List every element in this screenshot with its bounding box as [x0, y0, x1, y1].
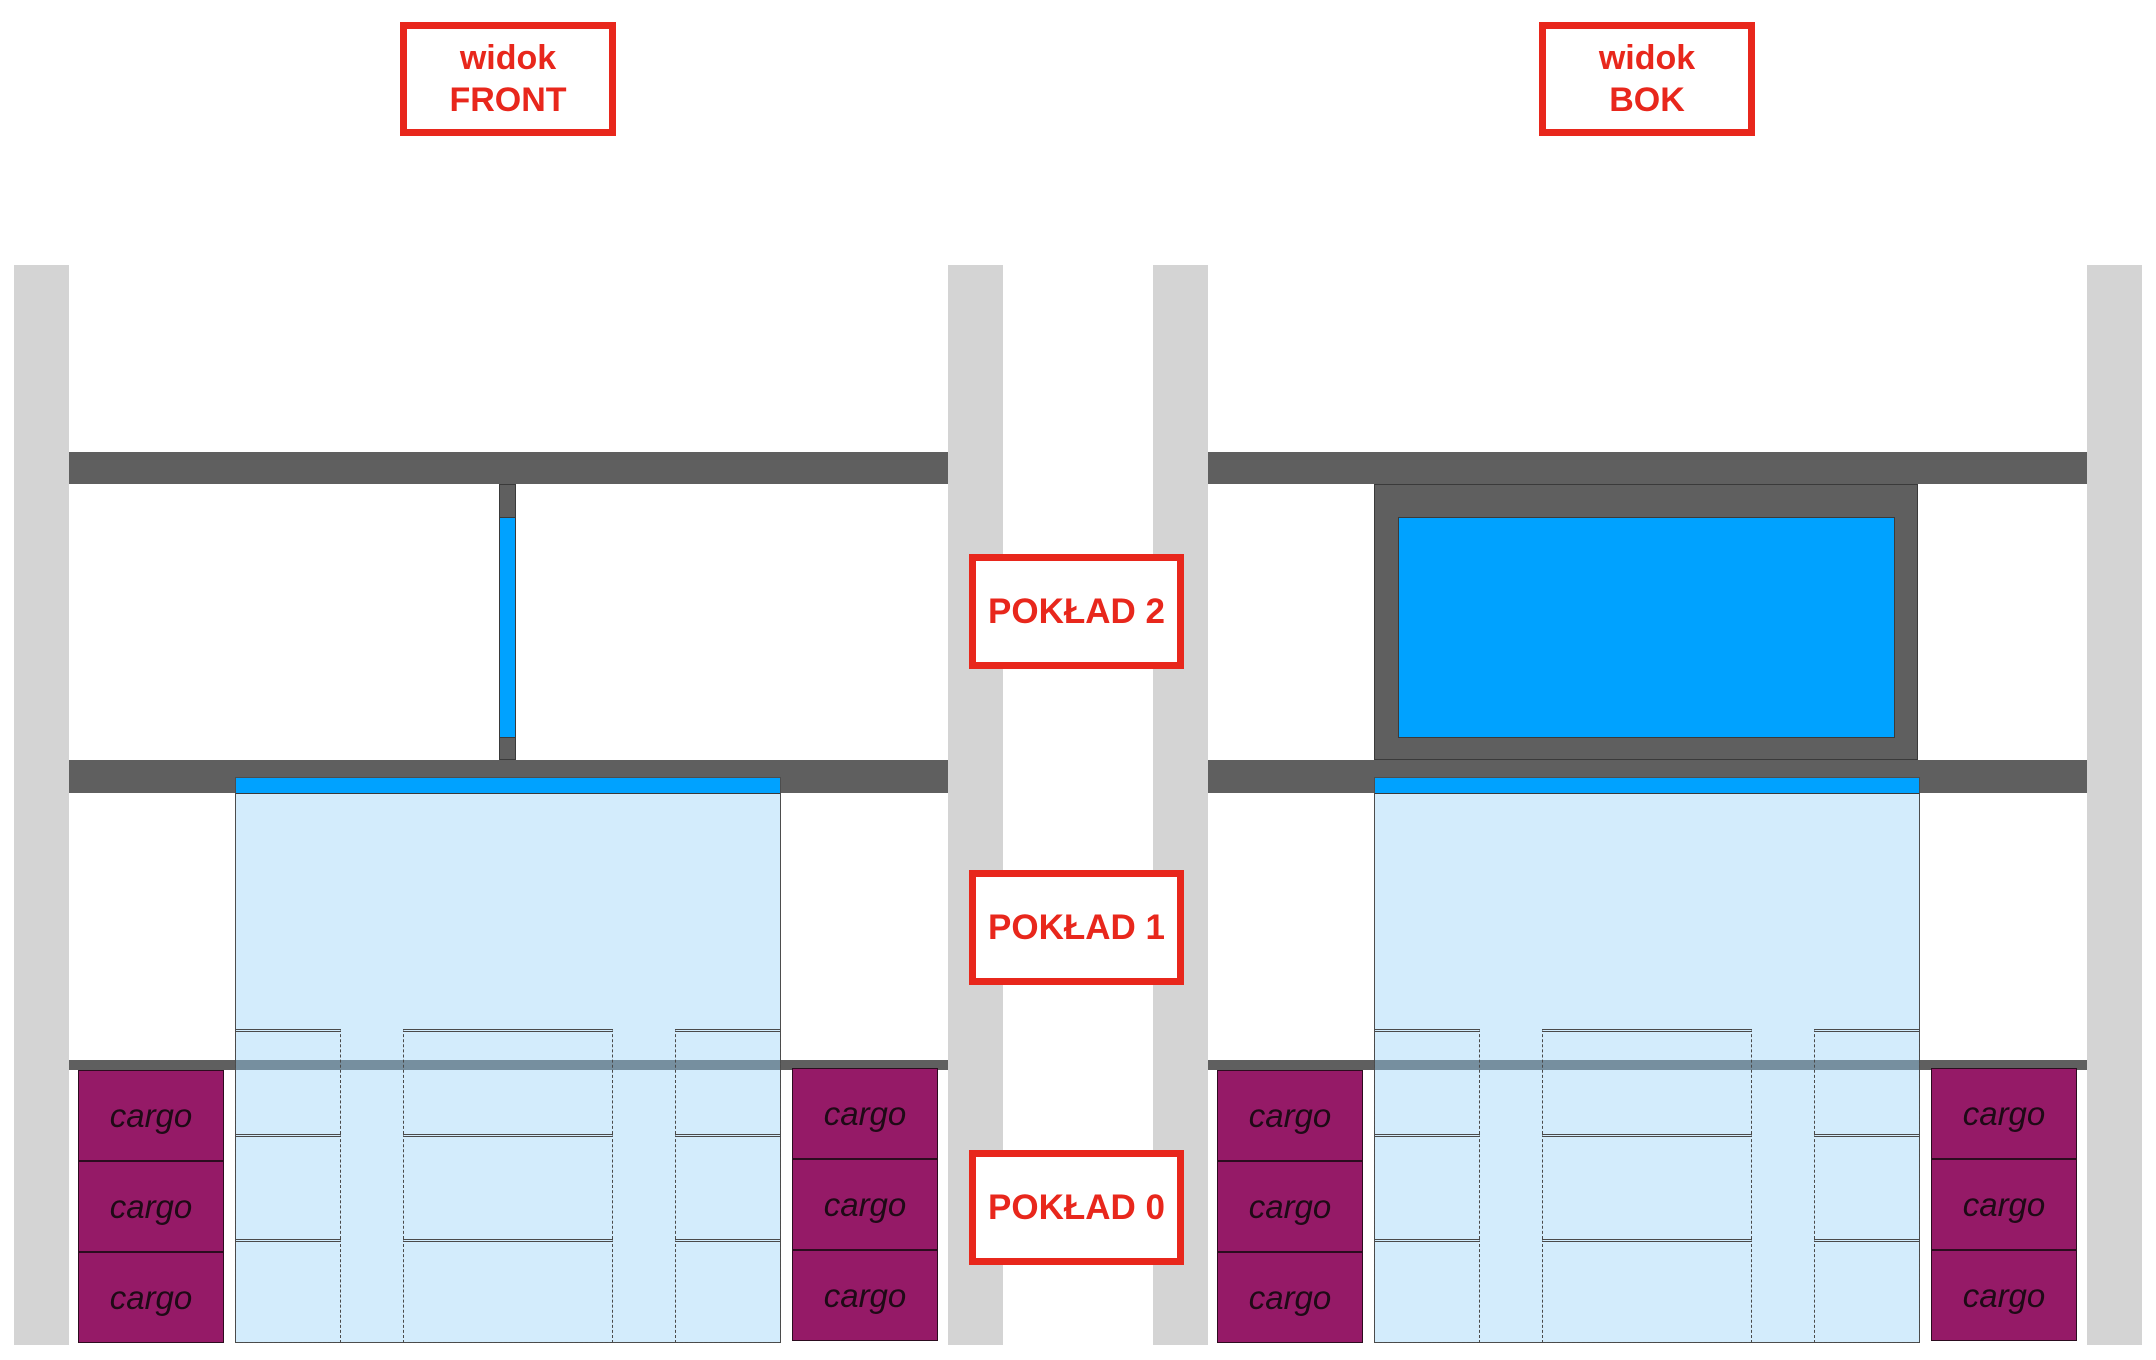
shelf-cell [235, 1134, 341, 1239]
cargo-stack-right: cargo cargo cargo [792, 1068, 938, 1341]
tank-top-strip [1375, 778, 1919, 794]
shelf-column [1542, 1029, 1752, 1343]
cargo-stack-left: cargo cargo cargo [1217, 1070, 1363, 1343]
shelf-cell [1542, 1134, 1752, 1239]
title-line: widok [459, 39, 557, 77]
left-column [14, 265, 69, 1345]
shelf-cell [1542, 1029, 1752, 1134]
cargo-box: cargo [78, 1161, 224, 1252]
top-beam [69, 452, 948, 484]
right-column [2087, 265, 2142, 1345]
shelf-cell [1374, 1134, 1480, 1239]
cargo-box: cargo [792, 1159, 938, 1250]
shelf-cell [235, 1239, 341, 1343]
shelf-column [1814, 1029, 1920, 1343]
cargo-box: cargo [1931, 1250, 2077, 1341]
deck-label-2: POKŁAD 2 [969, 554, 1184, 669]
cargo-box: cargo [78, 1252, 224, 1343]
upper-tank-water [1398, 517, 1895, 738]
shelf-column [675, 1029, 781, 1343]
lower-tank [1374, 777, 1920, 1343]
cargo-box: cargo [792, 1068, 938, 1159]
lower-tank [235, 777, 781, 1343]
shelf-cell [1814, 1239, 1920, 1343]
title-line: widok [1598, 39, 1696, 77]
upper-tank-water [500, 517, 515, 738]
shelf-cell [403, 1239, 613, 1343]
tank-top-strip [236, 778, 780, 794]
shelf-cell [1374, 1029, 1480, 1134]
shelf-cell [235, 1029, 341, 1134]
shelf-cell [675, 1239, 781, 1343]
bottom-beam [1208, 1060, 2087, 1070]
shelf-cell [1814, 1134, 1920, 1239]
shelf-cell [675, 1134, 781, 1239]
cargo-box: cargo [1931, 1159, 2077, 1250]
cargo-stack-right: cargo cargo cargo [1931, 1068, 2077, 1341]
shelf-cell [403, 1029, 613, 1134]
side-view-title: widok BOK [1539, 22, 1755, 136]
cargo-stack-left: cargo cargo cargo [78, 1070, 224, 1343]
shelf-cell [403, 1134, 613, 1239]
front-view-title: widok FRONT [400, 22, 616, 136]
cargo-box: cargo [1931, 1068, 2077, 1159]
shelf-column [1374, 1029, 1480, 1343]
side-view: cargo cargo cargo cargo cargo cargo wido… [1139, 0, 2144, 1360]
front-view: cargo cargo cargo cargo cargo cargo wido… [0, 0, 1005, 1360]
bottom-beam [69, 1060, 948, 1070]
cargo-box: cargo [1217, 1070, 1363, 1161]
shelf-column [235, 1029, 341, 1343]
cargo-box: cargo [1217, 1252, 1363, 1343]
shelf-cell [1814, 1029, 1920, 1134]
upper-tank-frame [1374, 484, 1918, 760]
cargo-box: cargo [1217, 1161, 1363, 1252]
cargo-box: cargo [78, 1070, 224, 1161]
deck-label-0: POKŁAD 0 [969, 1150, 1184, 1265]
title-line: BOK [1609, 81, 1685, 119]
deck-label-1: POKŁAD 1 [969, 870, 1184, 985]
upper-tank-front-profile [499, 484, 516, 760]
shelf-cell [1542, 1239, 1752, 1343]
shelf-column [403, 1029, 613, 1343]
shelf-cell [1374, 1239, 1480, 1343]
title-line: FRONT [449, 81, 567, 119]
shelf-cell [675, 1029, 781, 1134]
cargo-box: cargo [792, 1250, 938, 1341]
top-beam [1208, 452, 2087, 484]
